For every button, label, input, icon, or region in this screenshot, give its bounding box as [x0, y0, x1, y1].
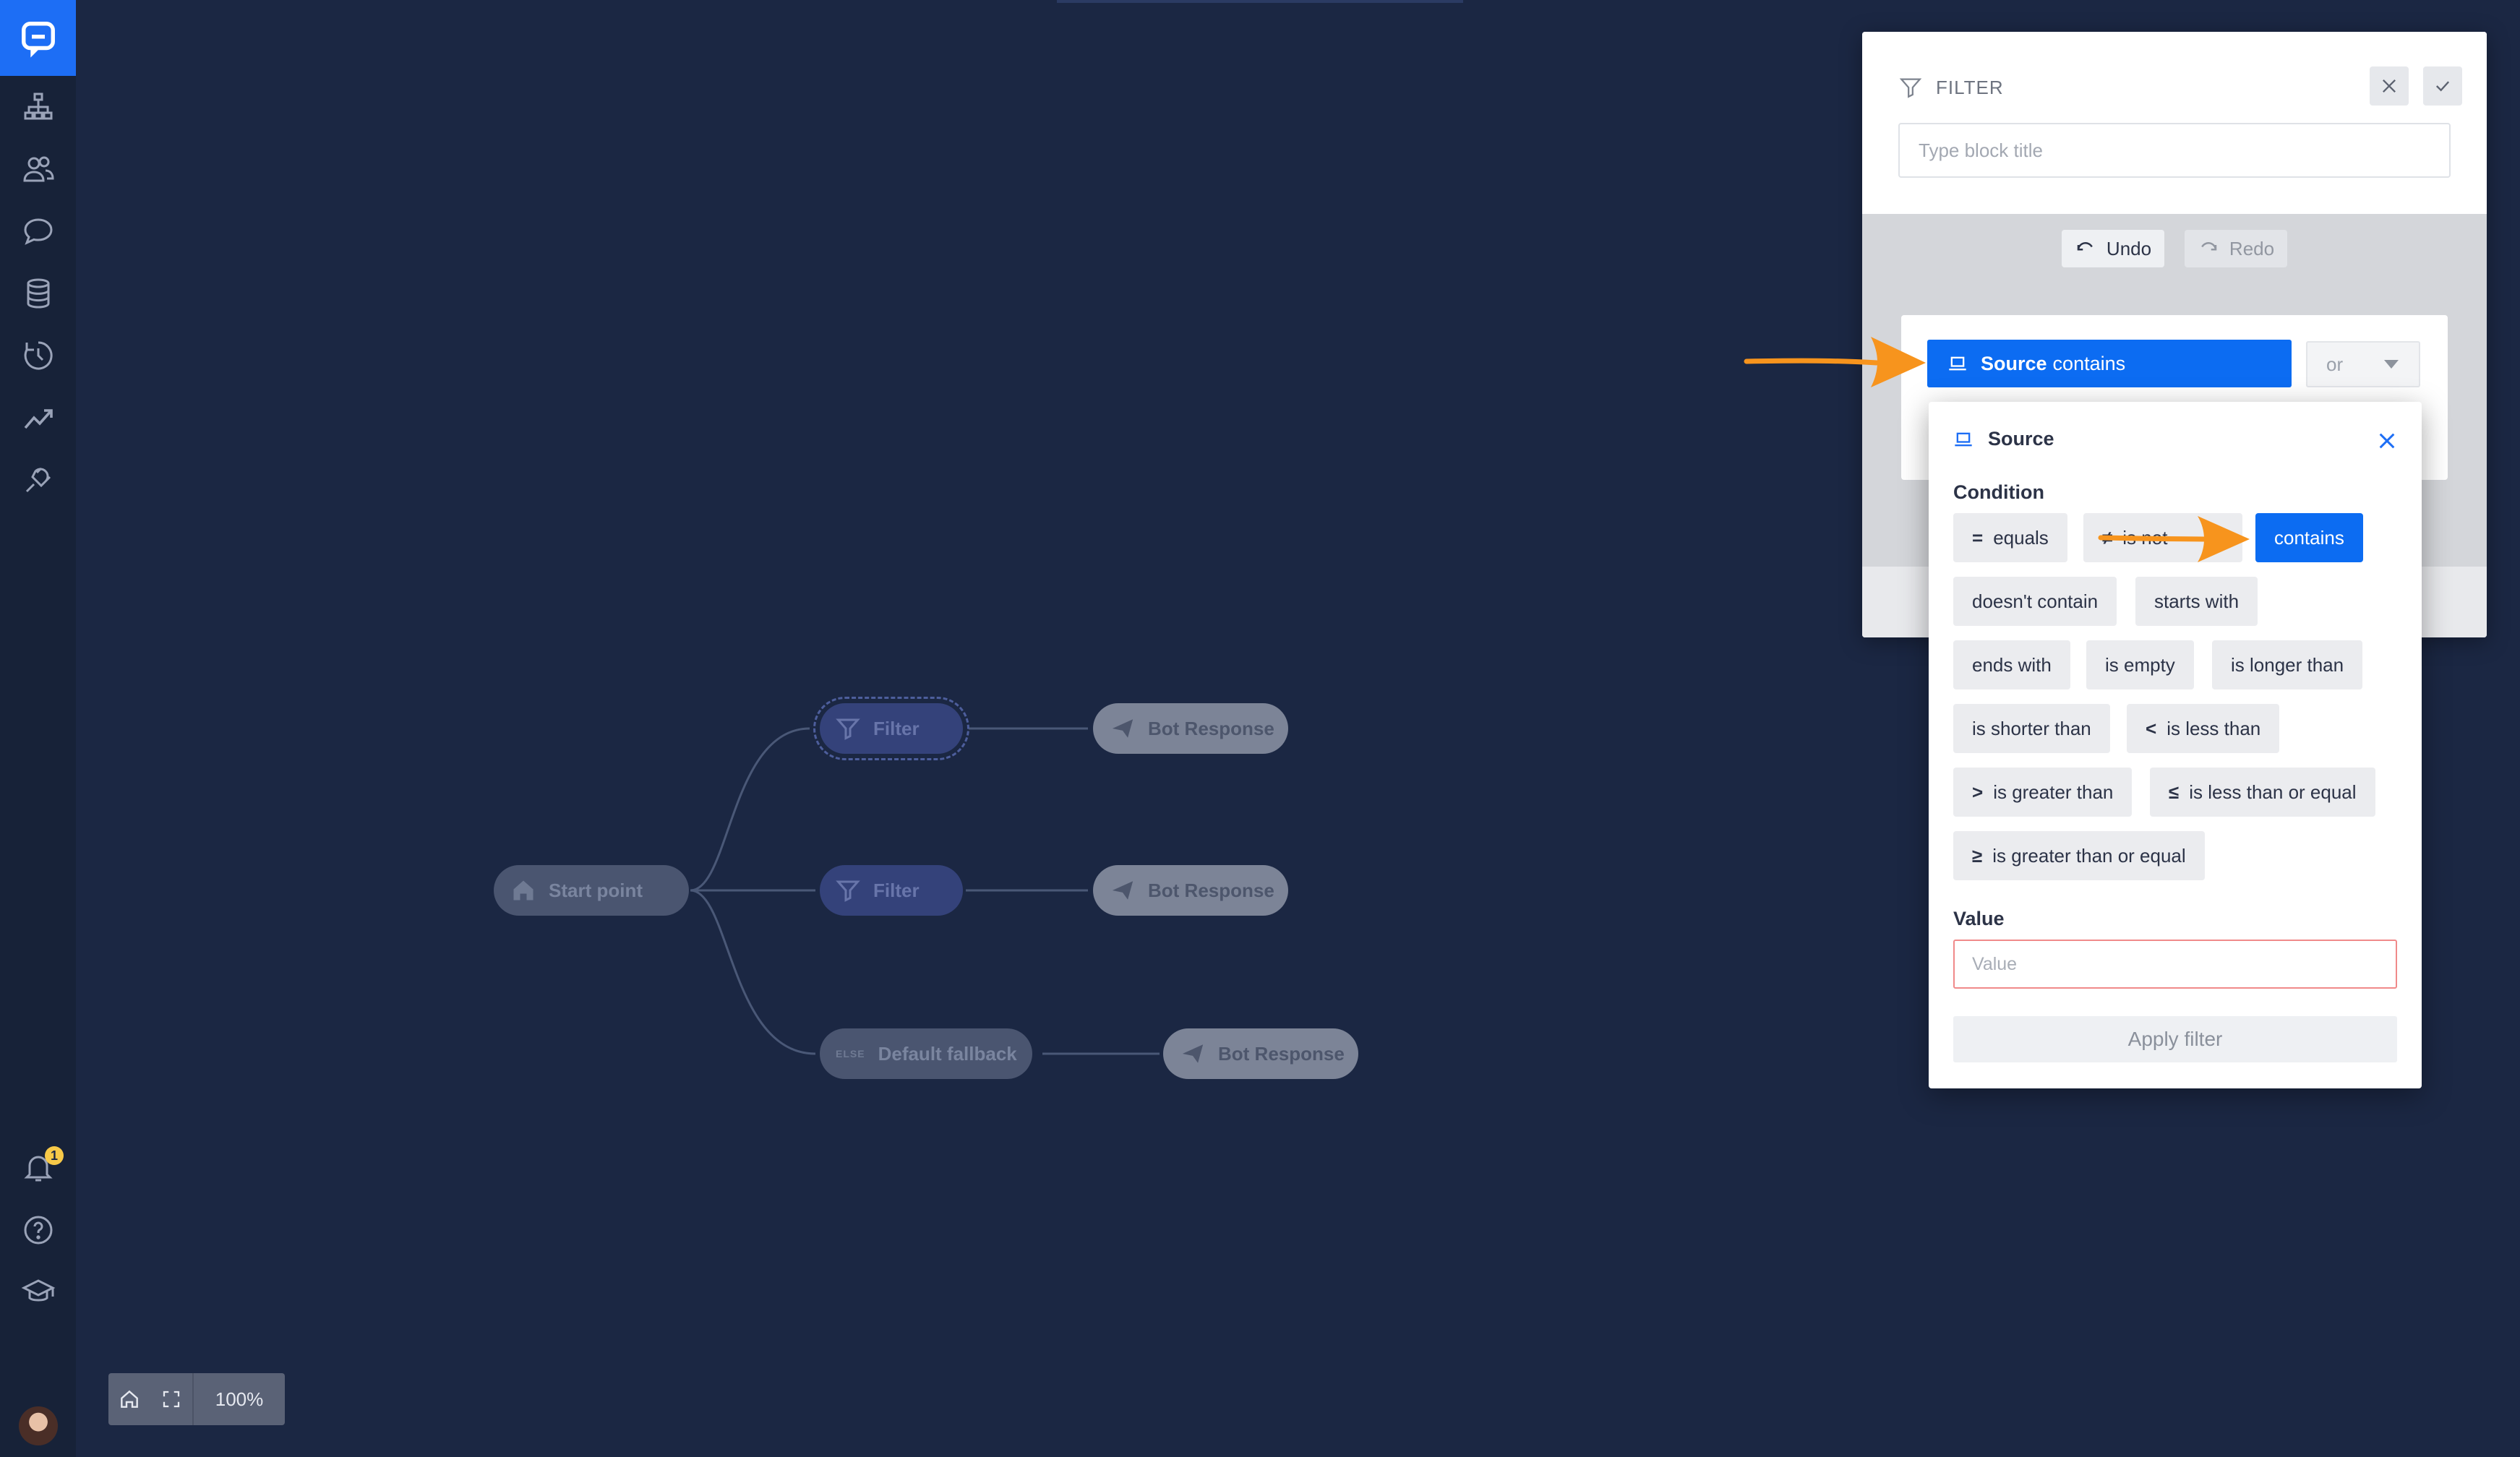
redo-label: Redo [2229, 237, 2275, 259]
notification-badge: 1 [45, 1146, 64, 1165]
start-point-node[interactable]: Start point [494, 865, 689, 916]
filter-node-2-label: Filter [873, 879, 920, 901]
home-icon [510, 877, 537, 904]
laptop-icon [1947, 353, 1968, 374]
fullscreen-icon[interactable] [150, 1373, 192, 1425]
default-fallback-label: Default fallback [878, 1042, 1017, 1065]
filter-node-1[interactable]: Filter [813, 697, 969, 760]
check-icon [2436, 81, 2450, 92]
condition-doesnt-contain[interactable]: doesn't contain [1953, 577, 2117, 626]
popover-title: Source [1988, 428, 2054, 450]
confirm-panel-button[interactable] [2423, 66, 2462, 106]
condition-is-empty[interactable]: is empty [2086, 640, 2194, 689]
undo-icon [2077, 242, 2093, 251]
undo-label: Undo [2106, 237, 2152, 259]
stories-icon[interactable] [0, 76, 76, 138]
home-view-icon[interactable] [108, 1373, 150, 1425]
bot-response-2-label: Bot Response [1148, 879, 1274, 901]
condition-contains[interactable]: contains [2255, 513, 2363, 562]
close-panel-button[interactable] [2370, 66, 2409, 106]
undo-button[interactable]: Undo [2062, 230, 2164, 267]
bot-response-node-1[interactable]: Bot Response [1093, 703, 1288, 754]
filter-icon [834, 715, 862, 742]
zoom-separator [192, 1373, 194, 1425]
condition-is-not[interactable]: ≠is not [2083, 513, 2242, 562]
integrations-icon[interactable] [0, 449, 76, 511]
source-contains-pill[interactable]: Source contains [1927, 340, 2292, 387]
top-strip [1057, 0, 1463, 3]
value-label: Value [1953, 908, 2005, 929]
condition-is-greater-than-or-equal[interactable]: ≥is greater than or equal [1953, 831, 2205, 880]
filter-icon [834, 877, 862, 904]
bot-response-node-3[interactable]: Bot Response [1163, 1028, 1358, 1079]
source-pill-field: Source [1981, 352, 2047, 374]
condition-is-less-than-or-equal[interactable]: ≤is less than or equal [2150, 768, 2375, 817]
apply-filter-button[interactable]: Apply filter [1953, 1016, 2397, 1062]
history-icon[interactable] [0, 325, 76, 387]
value-input[interactable] [1953, 940, 2397, 989]
bot-response-1-label: Bot Response [1148, 717, 1274, 739]
help-icon[interactable] [0, 1199, 76, 1261]
avatar[interactable] [19, 1406, 58, 1445]
popover-header: Source [1953, 428, 2054, 450]
academy-icon[interactable] [0, 1261, 76, 1323]
filter-node-2[interactable]: Filter [820, 865, 963, 916]
block-title-input[interactable] [1898, 123, 2451, 178]
filter-icon [1899, 78, 1922, 98]
logic-operator-select[interactable]: or [2306, 341, 2420, 387]
condition-is-greater-than[interactable]: >is greater than [1953, 768, 2133, 817]
close-icon[interactable] [2374, 428, 2400, 454]
zoom-controls: 100% [108, 1373, 285, 1425]
condition-starts-with[interactable]: starts with [2135, 577, 2258, 626]
panel-title-text: FILTER [1936, 76, 2004, 98]
zoom-level[interactable]: 100% [215, 1388, 264, 1410]
filter-panel-header: FILTER [1862, 32, 2487, 214]
redo-button[interactable]: Redo [2185, 230, 2287, 267]
source-pill-condition: contains [2052, 352, 2126, 374]
close-icon [2383, 79, 2396, 93]
laptop-icon [1953, 429, 1973, 450]
condition-is-shorter-than[interactable]: is shorter than [1953, 704, 2110, 753]
audience-icon[interactable] [0, 138, 76, 200]
else-tag: ELSE [836, 1048, 865, 1060]
sidebar: 1 [0, 0, 76, 1457]
source-popover: Source Condition =equals ≠is not contain… [1929, 402, 2422, 1088]
bot-response-3-label: Bot Response [1218, 1042, 1345, 1065]
paper-plane-icon [1109, 877, 1136, 904]
notifications-icon[interactable]: 1 [0, 1136, 76, 1198]
chevron-down-icon [2384, 360, 2399, 369]
redo-icon [2201, 242, 2217, 251]
condition-is-less-than[interactable]: <is less than [2127, 704, 2280, 753]
logic-operator-value: or [2326, 353, 2344, 375]
condition-is-longer-than[interactable]: is longer than [2212, 640, 2363, 689]
paper-plane-icon [1109, 715, 1136, 742]
analytics-icon[interactable] [0, 387, 76, 449]
filter-node-1-label: Filter [873, 717, 920, 739]
paper-plane-icon [1179, 1040, 1207, 1067]
default-fallback-node[interactable]: ELSE Default fallback [820, 1028, 1032, 1079]
database-icon[interactable] [0, 262, 76, 325]
condition-equals[interactable]: =equals [1953, 513, 2067, 562]
chat-bubble-logo-icon[interactable] [0, 0, 76, 76]
edge-start-fallback [690, 889, 816, 1055]
conversations-icon[interactable] [0, 200, 76, 262]
start-point-label: Start point [549, 879, 643, 901]
panel-title: FILTER [1898, 75, 2004, 100]
edge-start-filter1 [690, 727, 810, 892]
condition-label: Condition [1953, 481, 2044, 503]
condition-ends-with[interactable]: ends with [1953, 640, 2070, 689]
bot-response-node-2[interactable]: Bot Response [1093, 865, 1288, 916]
